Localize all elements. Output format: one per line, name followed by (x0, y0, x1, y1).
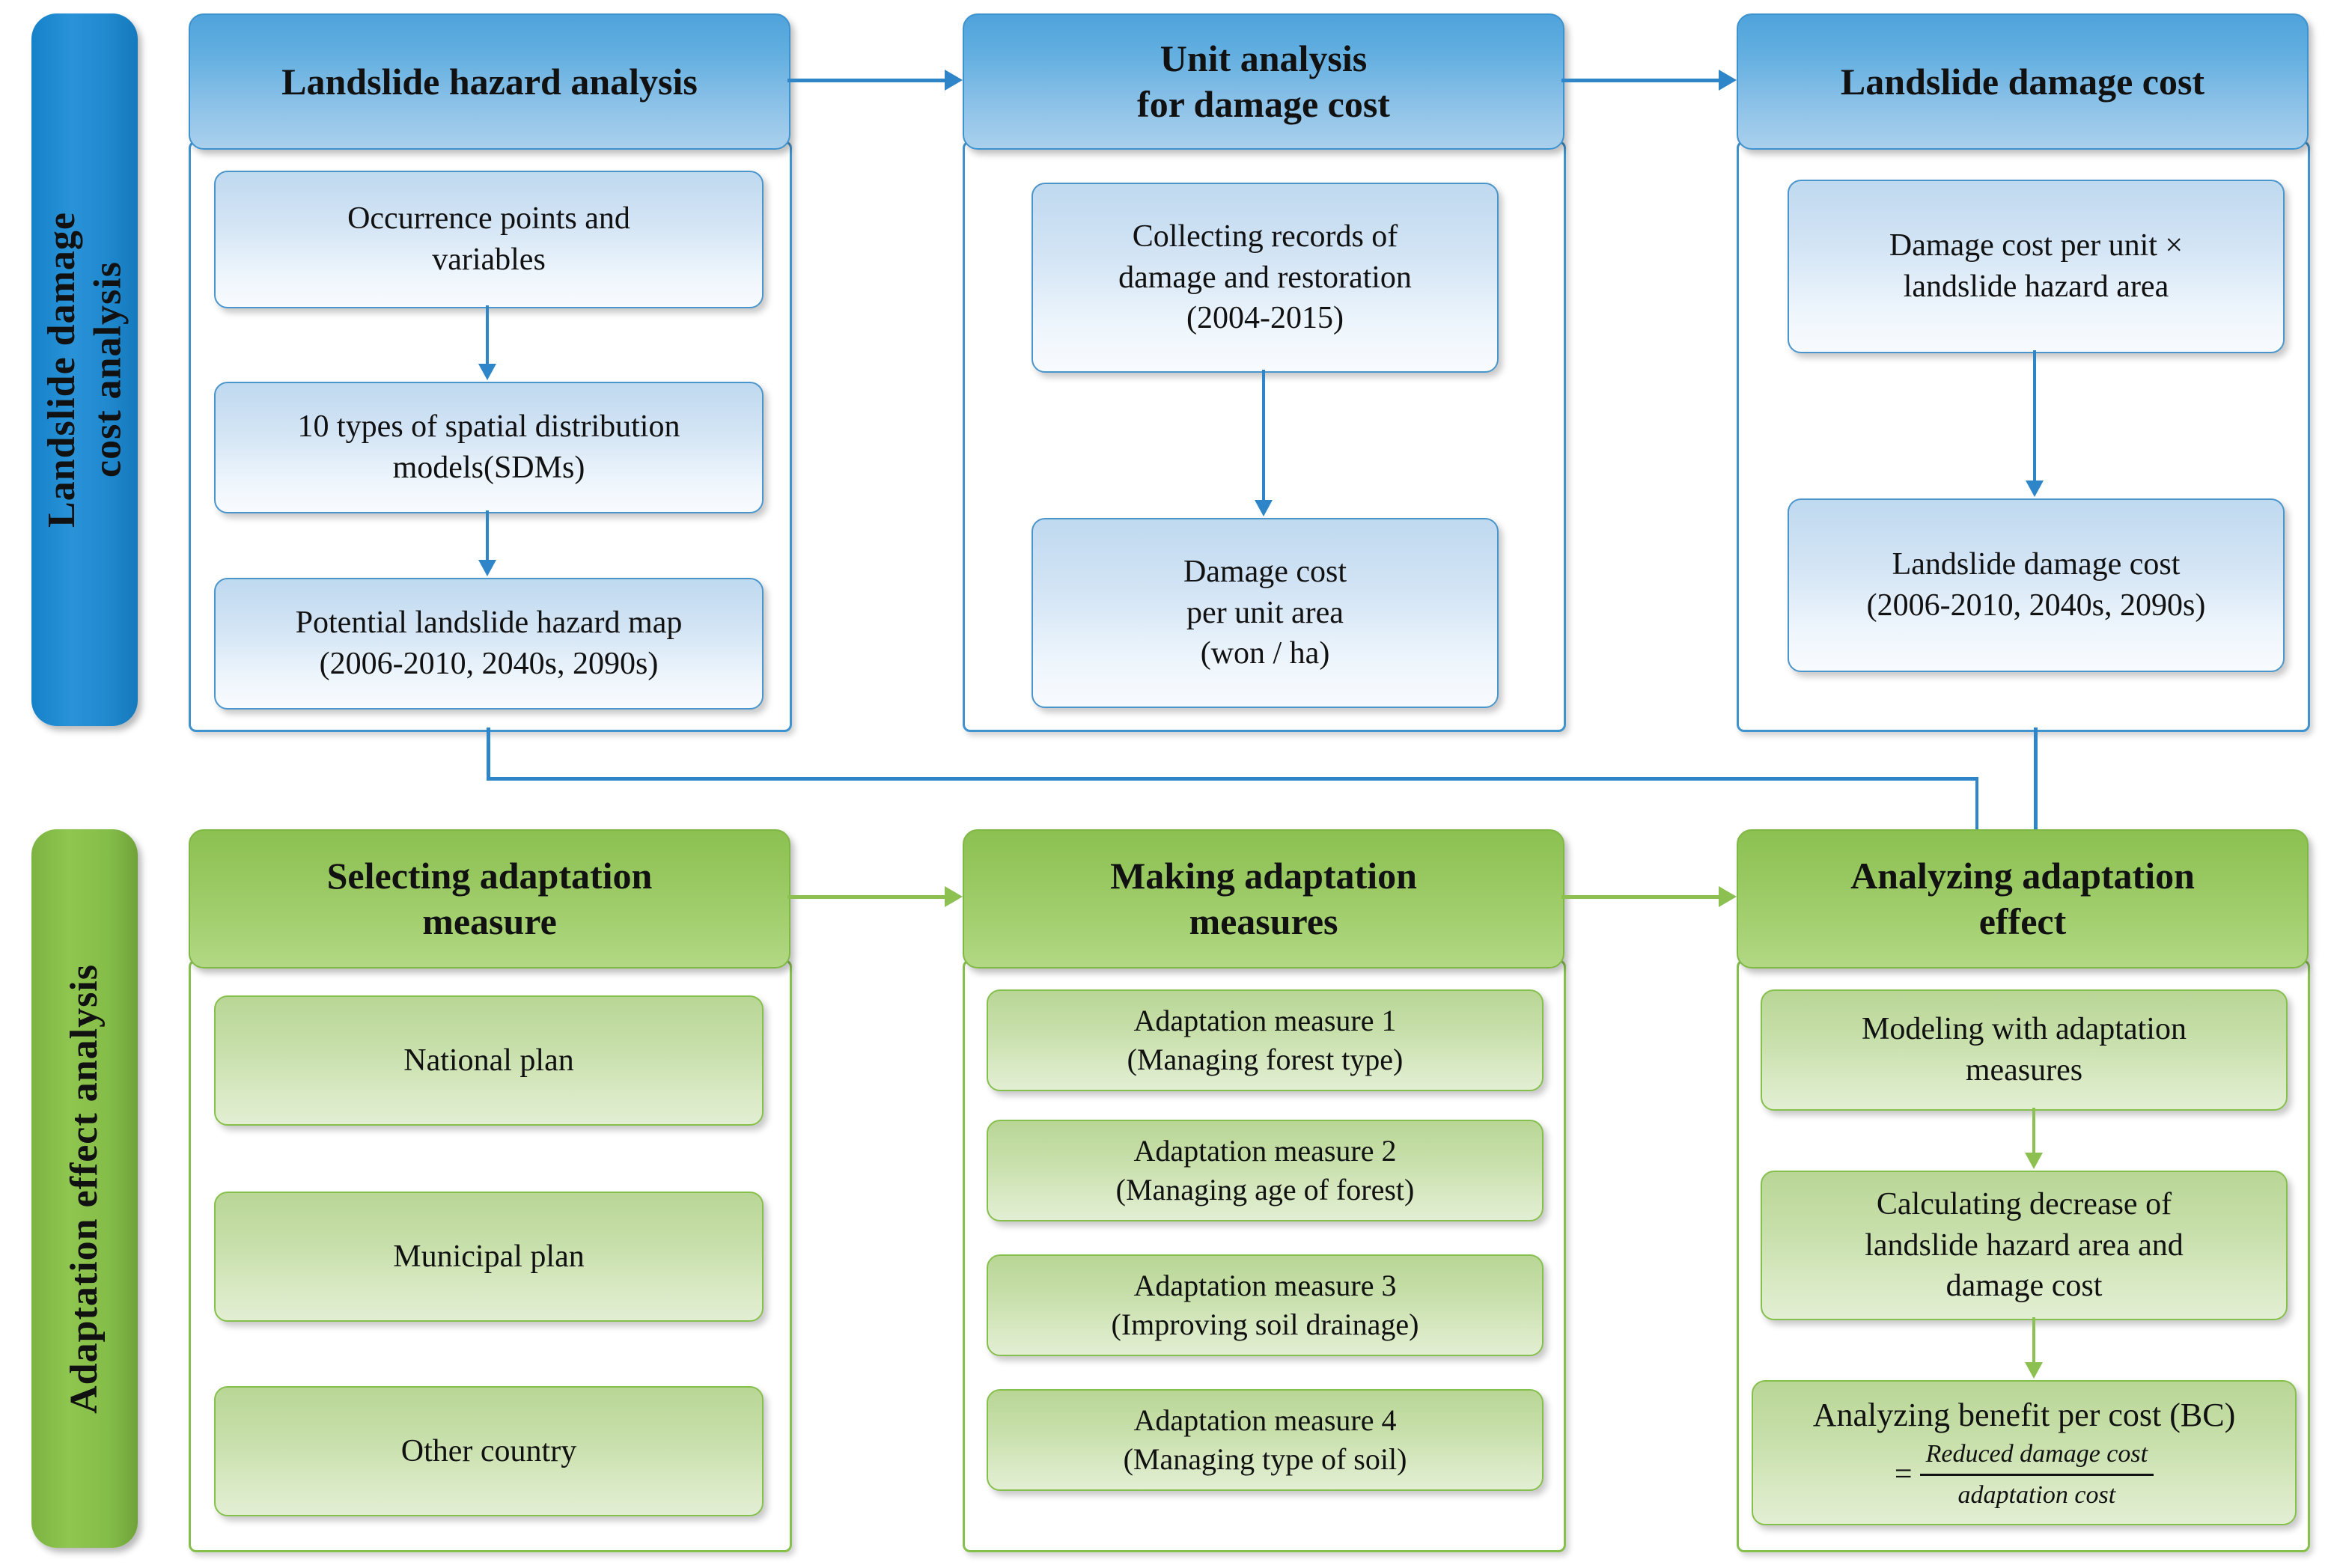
connector-col1-bottom-down (487, 727, 490, 780)
arrow-right-header1-header2 (945, 70, 963, 91)
item-label: Collecting records of damage and restora… (1118, 219, 1412, 336)
header-unit-analysis-for-damage-cost[interactable]: Unit analysis for damage cost (963, 13, 1564, 150)
item-calculating-decrease[interactable]: Calculating decrease of landslide hazard… (1761, 1171, 2288, 1320)
item-adaptation-measure-1[interactable]: Adaptation measure 1 (Managing forest ty… (987, 989, 1544, 1091)
arrow-down-c1-i1-i2 (478, 364, 496, 380)
connector-g3-i2-i3 (2032, 1317, 2035, 1364)
item-damage-cost-per-unit-times-area[interactable]: Damage cost per unit × landslide hazard … (1788, 180, 2285, 353)
connector-green-header2-to-header3 (1561, 895, 1725, 899)
connector-header1-to-header2 (787, 79, 951, 82)
item-national-plan[interactable]: National plan (214, 995, 764, 1126)
item-label: Adaptation measure 2 (Managing age of fo… (1115, 1134, 1415, 1206)
connector-c1-i2-i3 (486, 510, 489, 561)
header-label: Landslide damage cost (1840, 60, 2205, 103)
header-label: Unit analysis for damage cost (1137, 37, 1390, 125)
item-collecting-records[interactable]: Collecting records of damage and restora… (1032, 183, 1499, 373)
item-label: Adaptation measure 1 (Managing forest ty… (1127, 1004, 1404, 1076)
connector-g3-i1-i2 (2032, 1108, 2035, 1154)
sidebar-landslide-damage-cost-analysis: Landslide damage cost analysis (31, 13, 138, 726)
connector-elbow-down-to-green (1975, 777, 1978, 846)
item-label: Occurrence points and variables (347, 201, 630, 277)
header-label: Analyzing adaptation effect (1850, 855, 2195, 942)
item-label: Adaptation measure 3 (Improving soil dra… (1111, 1269, 1419, 1341)
item-label: Modeling with adaptation measures (1862, 1012, 2187, 1087)
item-adaptation-measure-3[interactable]: Adaptation measure 3 (Improving soil dra… (987, 1254, 1544, 1356)
item-analyzing-benefit-per-cost[interactable]: Analyzing benefit per cost (BC) = Reduce… (1752, 1380, 2297, 1525)
connector-col3-bottom-down (2034, 727, 2038, 846)
arrow-down-g3-i1-i2 (2025, 1153, 2043, 1169)
connector-col1-to-right (487, 777, 1978, 781)
header-label: Landslide hazard analysis (281, 60, 698, 103)
item-other-country[interactable]: Other country (214, 1386, 764, 1516)
sidebar-label-bottom: Adaptation effect analysis (63, 963, 106, 1414)
fraction: Reduced damage cost adaptation cost (1919, 1438, 2154, 1511)
item-landslide-damage-cost-years[interactable]: Landslide damage cost (2006-2010, 2040s,… (1788, 498, 2285, 672)
fraction-denominator: adaptation cost (1957, 1480, 2116, 1509)
arrow-right-green-header2-header3 (1719, 886, 1737, 907)
header-landslide-damage-cost[interactable]: Landslide damage cost (1737, 13, 2309, 150)
item-label: Damage cost per unit × landslide hazard … (1889, 228, 2184, 304)
item-modeling-with-adaptation-measures[interactable]: Modeling with adaptation measures (1761, 989, 2288, 1111)
arrow-right-header2-header3 (1719, 70, 1737, 91)
item-ten-types-of-sdms[interactable]: 10 types of spatial distribution models(… (214, 382, 764, 513)
header-label: Making adaptation measures (1110, 855, 1417, 942)
item-municipal-plan[interactable]: Municipal plan (214, 1192, 764, 1322)
connector-green-header1-to-header2 (787, 895, 951, 899)
item-occurrence-points-and-variables[interactable]: Occurrence points and variables (214, 171, 764, 308)
header-selecting-adaptation-measure[interactable]: Selecting adaptation measure (189, 829, 790, 968)
item-label: 10 types of spatial distribution models(… (297, 409, 680, 485)
header-making-adaptation-measures[interactable]: Making adaptation measures (963, 829, 1564, 968)
arrow-down-g3-i2-i3 (2025, 1362, 2043, 1379)
item-label: Potential landslide hazard map (2006-201… (295, 605, 683, 681)
header-landslide-hazard-analysis[interactable]: Landslide hazard analysis (189, 13, 790, 150)
item-label: Adaptation measure 4 (Managing type of s… (1123, 1403, 1407, 1476)
item-damage-cost-per-unit-area[interactable]: Damage cost per unit area (won / ha) (1032, 518, 1499, 708)
connector-c1-i1-i2 (486, 305, 489, 365)
item-label: Municipal plan (393, 1239, 585, 1274)
arrow-down-c2-i1-i2 (1255, 500, 1273, 516)
arrow-down-c3-i1-i2 (2026, 481, 2044, 497)
arrow-right-green-header1-header2 (945, 886, 963, 907)
item-label: Calculating decrease of landslide hazard… (1865, 1187, 2184, 1304)
arrow-down-c1-i2-i3 (478, 560, 496, 576)
item-adaptation-measure-4[interactable]: Adaptation measure 4 (Managing type of s… (987, 1389, 1544, 1491)
fraction-numerator: Reduced damage cost (1919, 1438, 2154, 1476)
header-label: Selecting adaptation measure (326, 855, 653, 942)
connector-c2-i1-i2 (1262, 370, 1265, 501)
item-adaptation-measure-2[interactable]: Adaptation measure 2 (Managing age of fo… (987, 1120, 1544, 1221)
sidebar-label-top: Landslide damage cost analysis (40, 212, 129, 528)
item-label: Damage cost per unit area (won / ha) (1183, 555, 1347, 671)
header-analyzing-adaptation-effect[interactable]: Analyzing adaptation effect (1737, 829, 2309, 968)
item-potential-landslide-hazard-map[interactable]: Potential landslide hazard map (2006-201… (214, 578, 764, 710)
item-label: Landslide damage cost (2006-2010, 2040s,… (1866, 547, 2206, 623)
item-label: Other country (400, 1433, 577, 1468)
equals-sign: = (1894, 1457, 1913, 1492)
connector-c3-i1-i2 (2033, 350, 2036, 482)
formula-title: Analyzing benefit per cost (BC) (1812, 1397, 2236, 1434)
connector-header2-to-header3 (1561, 79, 1725, 82)
benefit-per-cost-formula: = Reduced damage cost adaptation cost (1895, 1438, 2154, 1511)
sidebar-adaptation-effect-analysis: Adaptation effect analysis (31, 829, 138, 1548)
item-label: National plan (403, 1043, 574, 1078)
